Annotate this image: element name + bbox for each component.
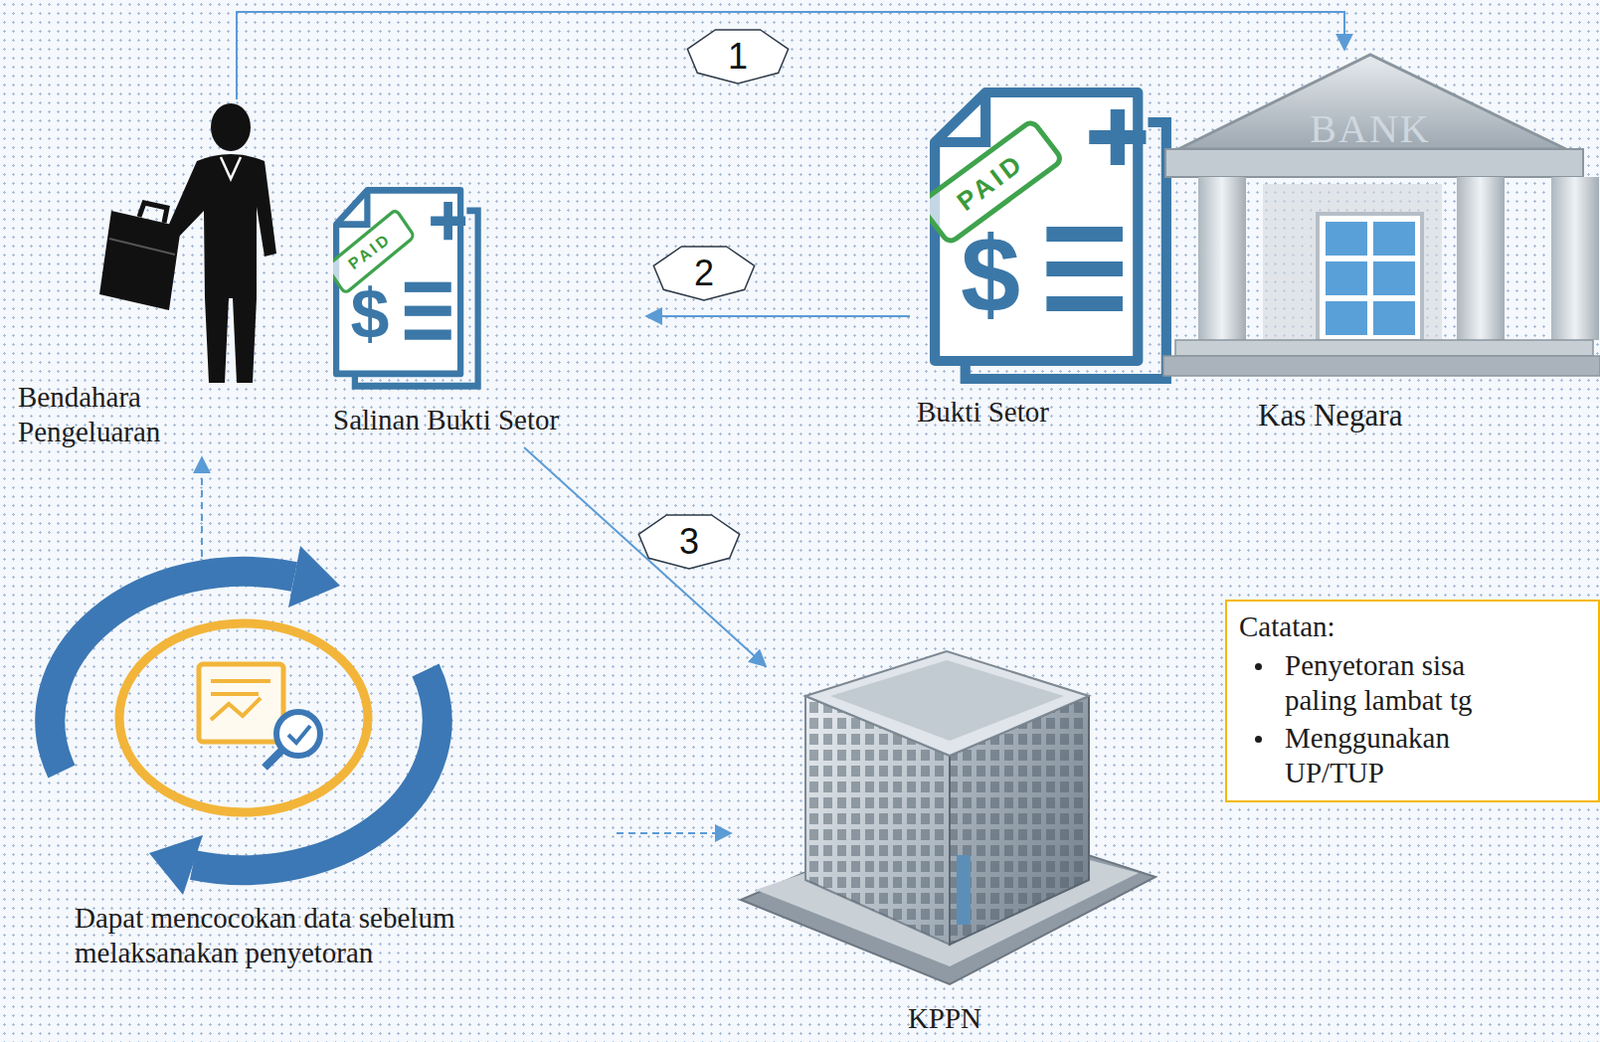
stamp-text: PAID bbox=[952, 149, 1030, 216]
bank-icon bbox=[1163, 54, 1600, 376]
illustration-part bbox=[956, 855, 971, 925]
illustration-part bbox=[149, 835, 203, 895]
illustration-part bbox=[198, 664, 284, 742]
illustration-part bbox=[1325, 261, 1368, 296]
illustration-part bbox=[220, 157, 241, 179]
illustration-part bbox=[288, 545, 341, 608]
illustration-part bbox=[1198, 177, 1246, 341]
flow-arrow bbox=[646, 315, 910, 318]
illustration-part bbox=[1325, 221, 1368, 256]
node-label: KPPN bbox=[730, 1001, 1159, 1037]
illustration-part bbox=[288, 725, 311, 743]
flow-arrow bbox=[616, 832, 731, 835]
illustration-part bbox=[210, 103, 251, 152]
illustration-part bbox=[805, 651, 1089, 756]
flow-arrow bbox=[236, 11, 1345, 100]
receipt-copy-icon bbox=[326, 189, 478, 386]
illustration-part bbox=[1373, 301, 1416, 336]
illustration-part bbox=[1373, 261, 1416, 296]
office-building-icon bbox=[740, 651, 1156, 985]
bullet-dot bbox=[1254, 663, 1262, 671]
illustration-part bbox=[264, 749, 283, 768]
illustration-part bbox=[1373, 221, 1416, 256]
node-label: Salinan Bukti Setor bbox=[333, 402, 644, 438]
receipt-icon bbox=[918, 92, 1167, 379]
node-label: Kas Negara bbox=[1257, 396, 1517, 434]
heptagon bbox=[687, 29, 788, 84]
callout-badge: 2 bbox=[650, 244, 758, 303]
flow-arrow bbox=[524, 447, 766, 667]
callout-badge: 1 bbox=[684, 27, 792, 86]
bank-sign: BANK bbox=[1309, 109, 1430, 150]
review-cycle-icon bbox=[49, 545, 437, 895]
callout-number: 1 bbox=[727, 38, 748, 75]
illustration-part bbox=[1317, 213, 1423, 342]
currency-symbol: $ bbox=[351, 279, 390, 350]
note-item: Penyetoran sisa paling lambat tg bbox=[1284, 648, 1534, 718]
node-label: Bukti Setor bbox=[916, 394, 1171, 430]
icon-node: KPPN bbox=[730, 666, 1159, 1041]
note-item: Menggunakan UP/TUP bbox=[1284, 720, 1534, 791]
illustration-part bbox=[119, 623, 368, 813]
bullet-dot bbox=[1254, 735, 1262, 743]
illustration-part bbox=[109, 238, 176, 255]
person-icon bbox=[99, 103, 277, 383]
illustration-part bbox=[99, 210, 181, 311]
flow-arrow bbox=[200, 457, 203, 557]
callout-badge: 3 bbox=[635, 513, 743, 571]
illustration-part bbox=[1262, 183, 1442, 341]
illustration-part bbox=[1325, 301, 1368, 336]
illustration-part bbox=[49, 571, 295, 772]
heptagon bbox=[638, 515, 739, 569]
illustration-part bbox=[139, 202, 168, 223]
icon-node: Bendahara Pengeluaran bbox=[14, 99, 304, 458]
callout-number: 3 bbox=[679, 524, 700, 560]
node-label: Bendahara Pengeluaran bbox=[17, 379, 217, 450]
node-label: Dapat mencocokan data sebelum melaksanak… bbox=[74, 900, 513, 971]
icon-node: Bukti Setor bbox=[909, 84, 1179, 448]
icon-node: Dapat mencocokan data sebelum melaksanak… bbox=[59, 556, 617, 985]
illustration-part bbox=[1178, 54, 1567, 150]
currency-symbol: $ bbox=[960, 220, 1021, 329]
illustration-part bbox=[1456, 177, 1505, 341]
note-box: Catatan:Penyetoran sisa paling lambat tg… bbox=[1225, 599, 1600, 803]
illustration-part bbox=[830, 660, 1065, 741]
illustration-part bbox=[1163, 355, 1600, 376]
illustration-part bbox=[1551, 177, 1600, 341]
heptagon bbox=[653, 246, 754, 301]
stamp-text: PAID bbox=[346, 230, 395, 273]
illustration-part bbox=[1165, 149, 1584, 178]
illustration-part bbox=[1175, 340, 1594, 356]
illustration-part bbox=[276, 711, 321, 756]
callout-number: 2 bbox=[694, 255, 714, 292]
illustration-part bbox=[210, 681, 271, 720]
illustration-part bbox=[167, 154, 277, 383]
note-heading: Catatan: bbox=[1239, 609, 1587, 645]
